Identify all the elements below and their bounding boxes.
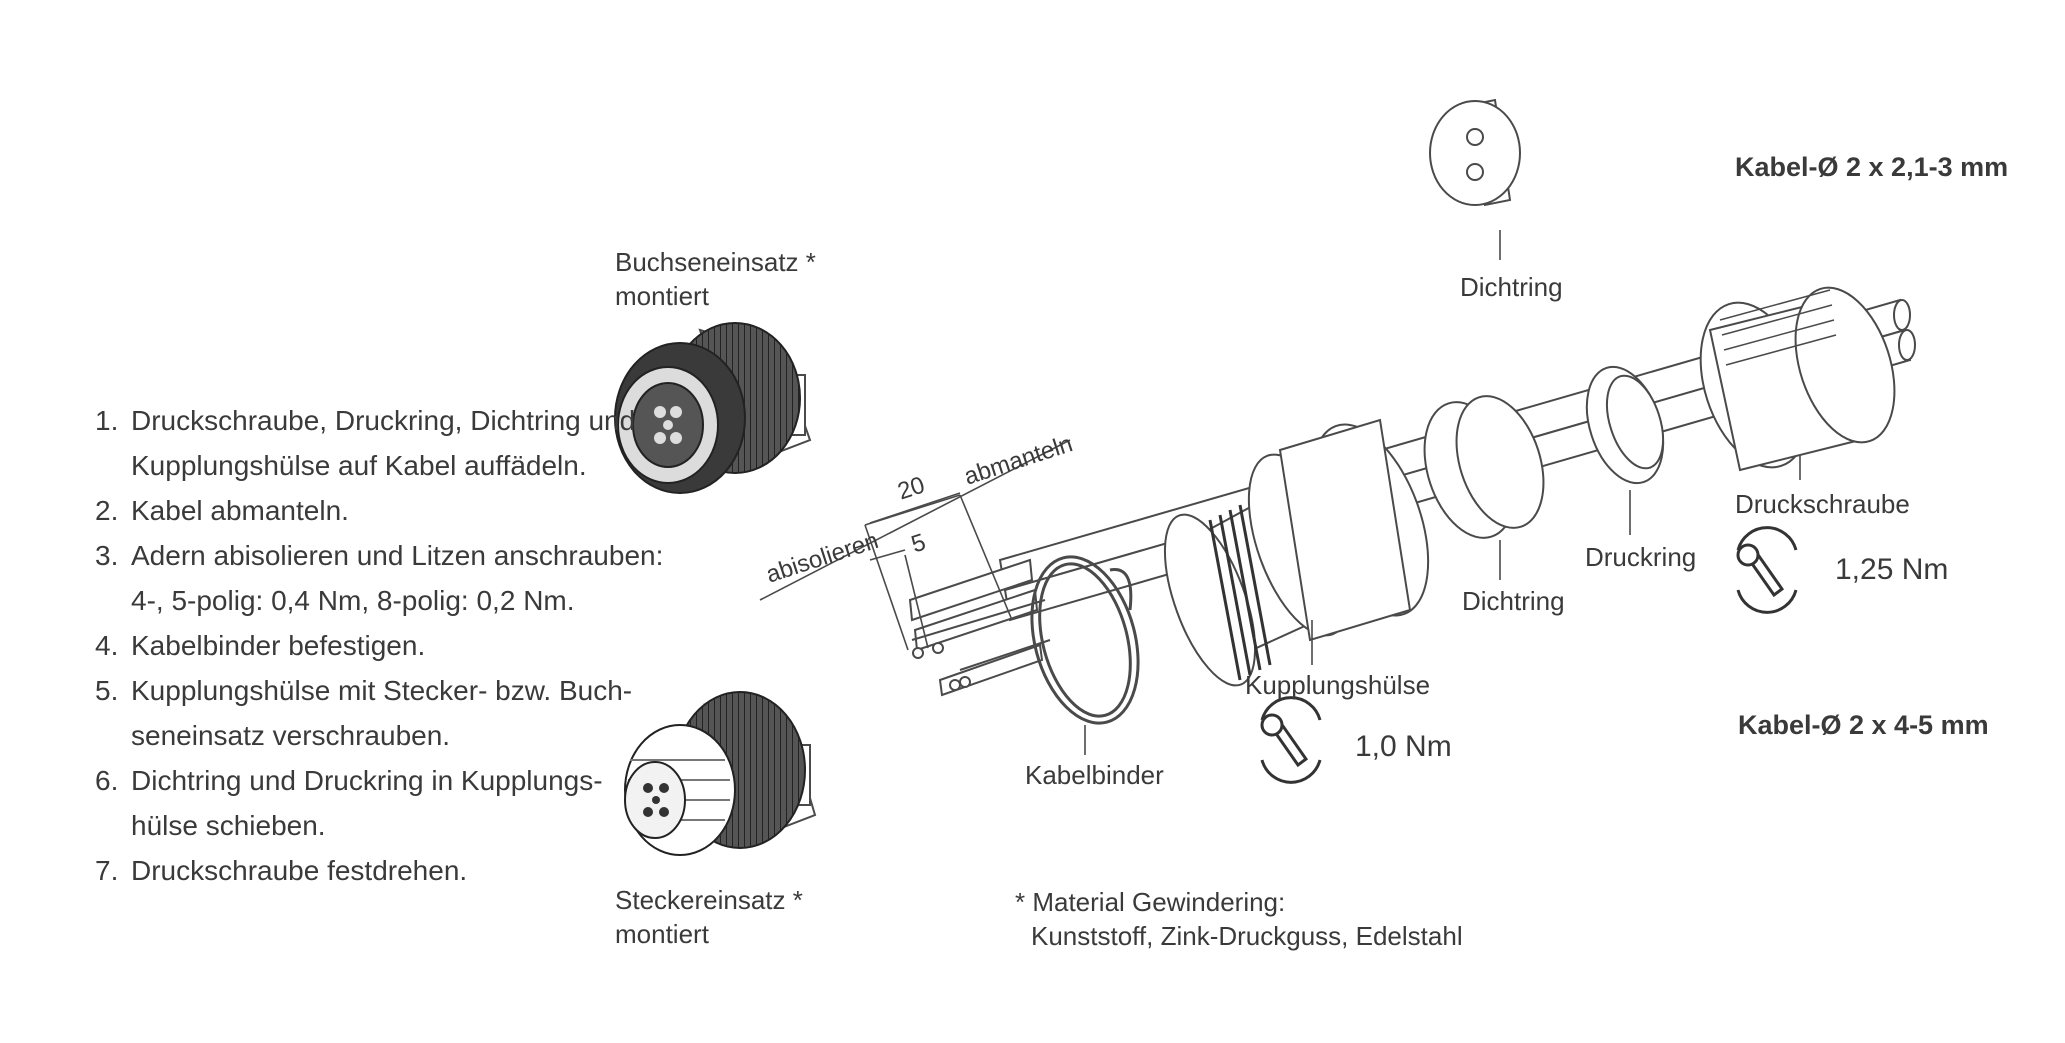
cable-tie [1030,555,1140,725]
label-seal-bottom: Dichtring [1462,586,1565,616]
step-text: seneinsatz verschrauben. [131,720,451,751]
step-text: Kupplungshülse auf Kabel auffädeln. [131,450,587,481]
step-number: 1. [95,405,119,436]
step-number: 4. [95,630,119,661]
step-item: 1. Druckschraube, Druckring, Dichtring un… [95,398,663,488]
step-item: 2. Kabel abmanteln. [95,488,663,533]
sealing-ring [1423,395,1545,539]
label-male-insert: Steckereinsatz * montiert [615,885,803,949]
torque-coupling: 1,0 Nm [1355,730,1452,763]
step-text: 4-, 5-polig: 0,4 Nm, 8-polig: 0,2 Nm. [131,585,575,616]
pressure-screw [1699,286,1896,472]
dimension-lines [759,439,1071,651]
step-text: Dichtring und Druckring in Kupplungs- [131,765,603,796]
leader-lines [1084,230,1801,755]
step-text: Druckschraube, Druckring, Dichtring und [131,405,636,436]
coupling-sleeve [1163,418,1430,687]
label-coupling-sleeve: Kupplungshülse [1245,670,1431,700]
footnote: * Material Gewindering: Kunststoff, Zink… [1015,887,1463,951]
label-female-insert: Buchseneinsatz * montiert [615,247,816,311]
cable-diameter-large: Kabel-Ø 2 x 4-5 mm [1738,710,1989,740]
step-text: Kabel abmanteln. [131,495,349,526]
label-cable-tie: Kabelbinder [1025,760,1164,790]
step-item: 6. Dichtring und Druckring in Kupplungs-h… [95,758,663,848]
step-item: 4. Kabelbinder befestigen. [95,623,663,668]
label-seal-top: Dichtring [1460,272,1563,302]
label-pressure-screw: Druckschraube [1735,489,1910,519]
step-number: 3. [95,540,119,571]
male-insert [624,691,817,856]
step-item: 3. Adern abisolieren und Litzen anschraub… [95,533,663,623]
step-text: Druckschraube festdrehen. [131,855,468,886]
label-pressure-ring: Druckring [1585,542,1697,572]
torque-pressure-screw: 1,25 Nm [1835,553,1949,586]
step-text: Kupplungshülse mit Stecker- bzw. Buch- [131,675,633,706]
two-hole-seal [1429,98,1521,207]
step-number: 2. [95,495,119,526]
step-text: Adern abisolieren und Litzen anschrauben… [131,540,664,571]
step-number: 6. [95,765,119,796]
step-text: Kabelbinder befestigen. [131,630,426,661]
step-text: hülse schieben. [131,810,326,841]
assembly-steps: 1. Druckschraube, Druckring, Dichtring un… [95,398,663,893]
stripped-wires [908,558,1051,697]
wrench-rotate-icon [1736,526,1798,614]
step-item: 7. Druckschraube festdrehen. [95,848,663,893]
step-item: 5. Kupplungshülse mit Stecker- bzw. Buch-… [95,668,663,758]
cable-diameter-small: Kabel-Ø 2 x 2,1-3 mm [1735,152,2009,182]
wrench-rotate-icon [1260,696,1322,784]
female-insert [614,322,812,494]
step-number: 5. [95,675,119,706]
step-number: 7. [95,855,119,886]
pressure-ring [1585,365,1665,485]
